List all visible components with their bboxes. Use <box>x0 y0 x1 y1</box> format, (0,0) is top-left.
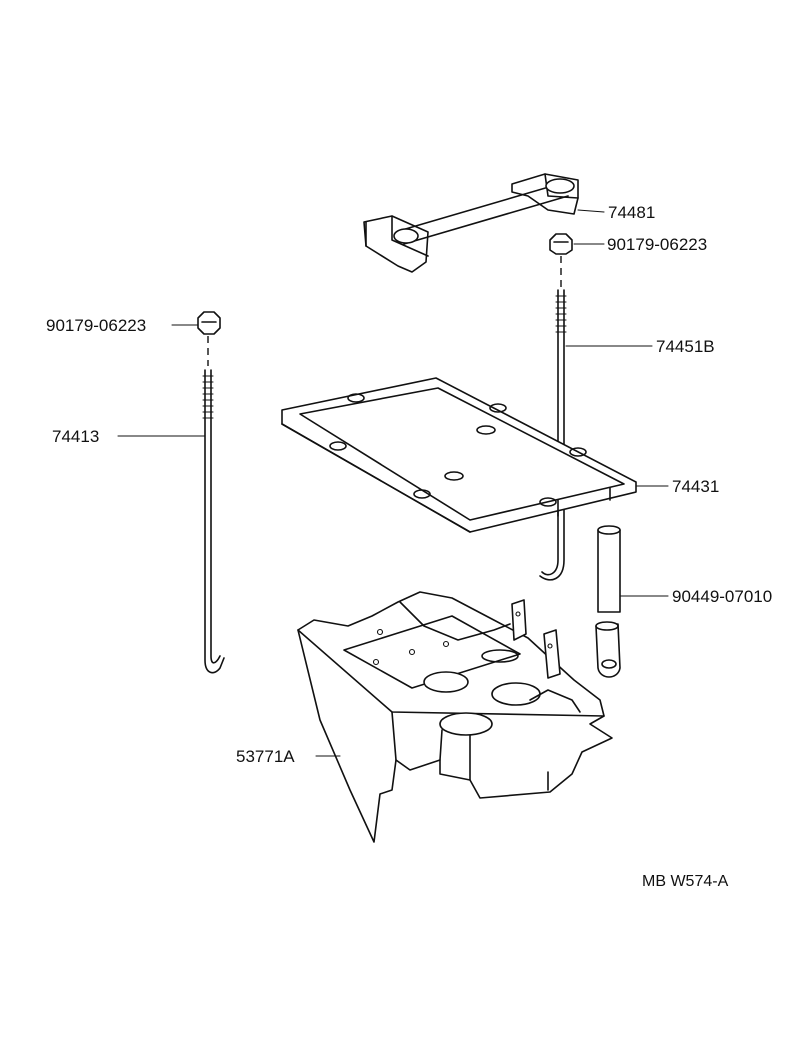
label-nut-left: 90179-06223 <box>46 316 146 335</box>
label-tray: 74431 <box>672 477 719 496</box>
label-nut-right: 90179-06223 <box>607 235 707 254</box>
drain-hose <box>595 525 621 678</box>
label-hose: 90449-07010 <box>672 587 772 606</box>
leader-lines <box>117 209 669 757</box>
rod-right <box>539 289 567 581</box>
battery-tray <box>281 377 637 533</box>
nut-left <box>197 311 221 335</box>
nut-right <box>549 233 573 255</box>
battery-clamp <box>363 173 579 273</box>
rod-left <box>202 369 225 674</box>
diagram-code: MB W574-A <box>642 873 729 890</box>
label-clamp: 74481 <box>608 203 655 222</box>
label-carrier: 53771A <box>236 747 295 766</box>
label-rod-right: 74451B <box>656 337 715 356</box>
label-rod-left: 74413 <box>52 427 99 446</box>
battery-carrier <box>297 591 613 843</box>
